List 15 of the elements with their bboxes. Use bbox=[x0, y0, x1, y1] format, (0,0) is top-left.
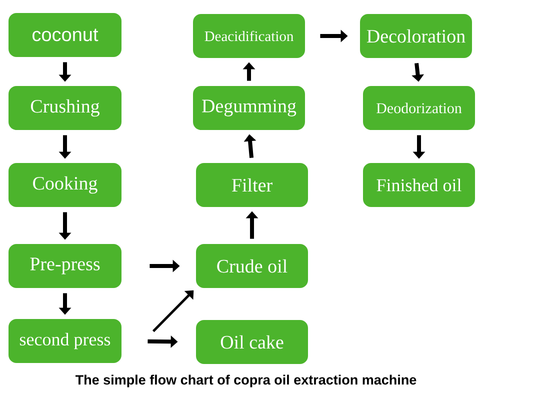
process-box: Crushing bbox=[8, 86, 122, 130]
process-box: coconut bbox=[8, 13, 122, 57]
process-box: Deodorization bbox=[363, 86, 475, 130]
process-box: Decoloration bbox=[360, 14, 472, 58]
caption: The simple flow chart of copra oil extraction machine bbox=[76, 374, 416, 388]
process-box: Crude oil bbox=[196, 244, 308, 288]
process-box: second press bbox=[8, 319, 122, 363]
process-box: Finished oil bbox=[363, 163, 475, 207]
process-box: Deacidification bbox=[193, 14, 305, 58]
process-box: Oil cake bbox=[196, 320, 308, 364]
process-box: Cooking bbox=[8, 163, 122, 207]
process-box: Degumming bbox=[193, 86, 305, 130]
arrow bbox=[152, 290, 194, 332]
process-box: Filter bbox=[196, 163, 308, 207]
process-box: Pre-press bbox=[8, 244, 122, 288]
